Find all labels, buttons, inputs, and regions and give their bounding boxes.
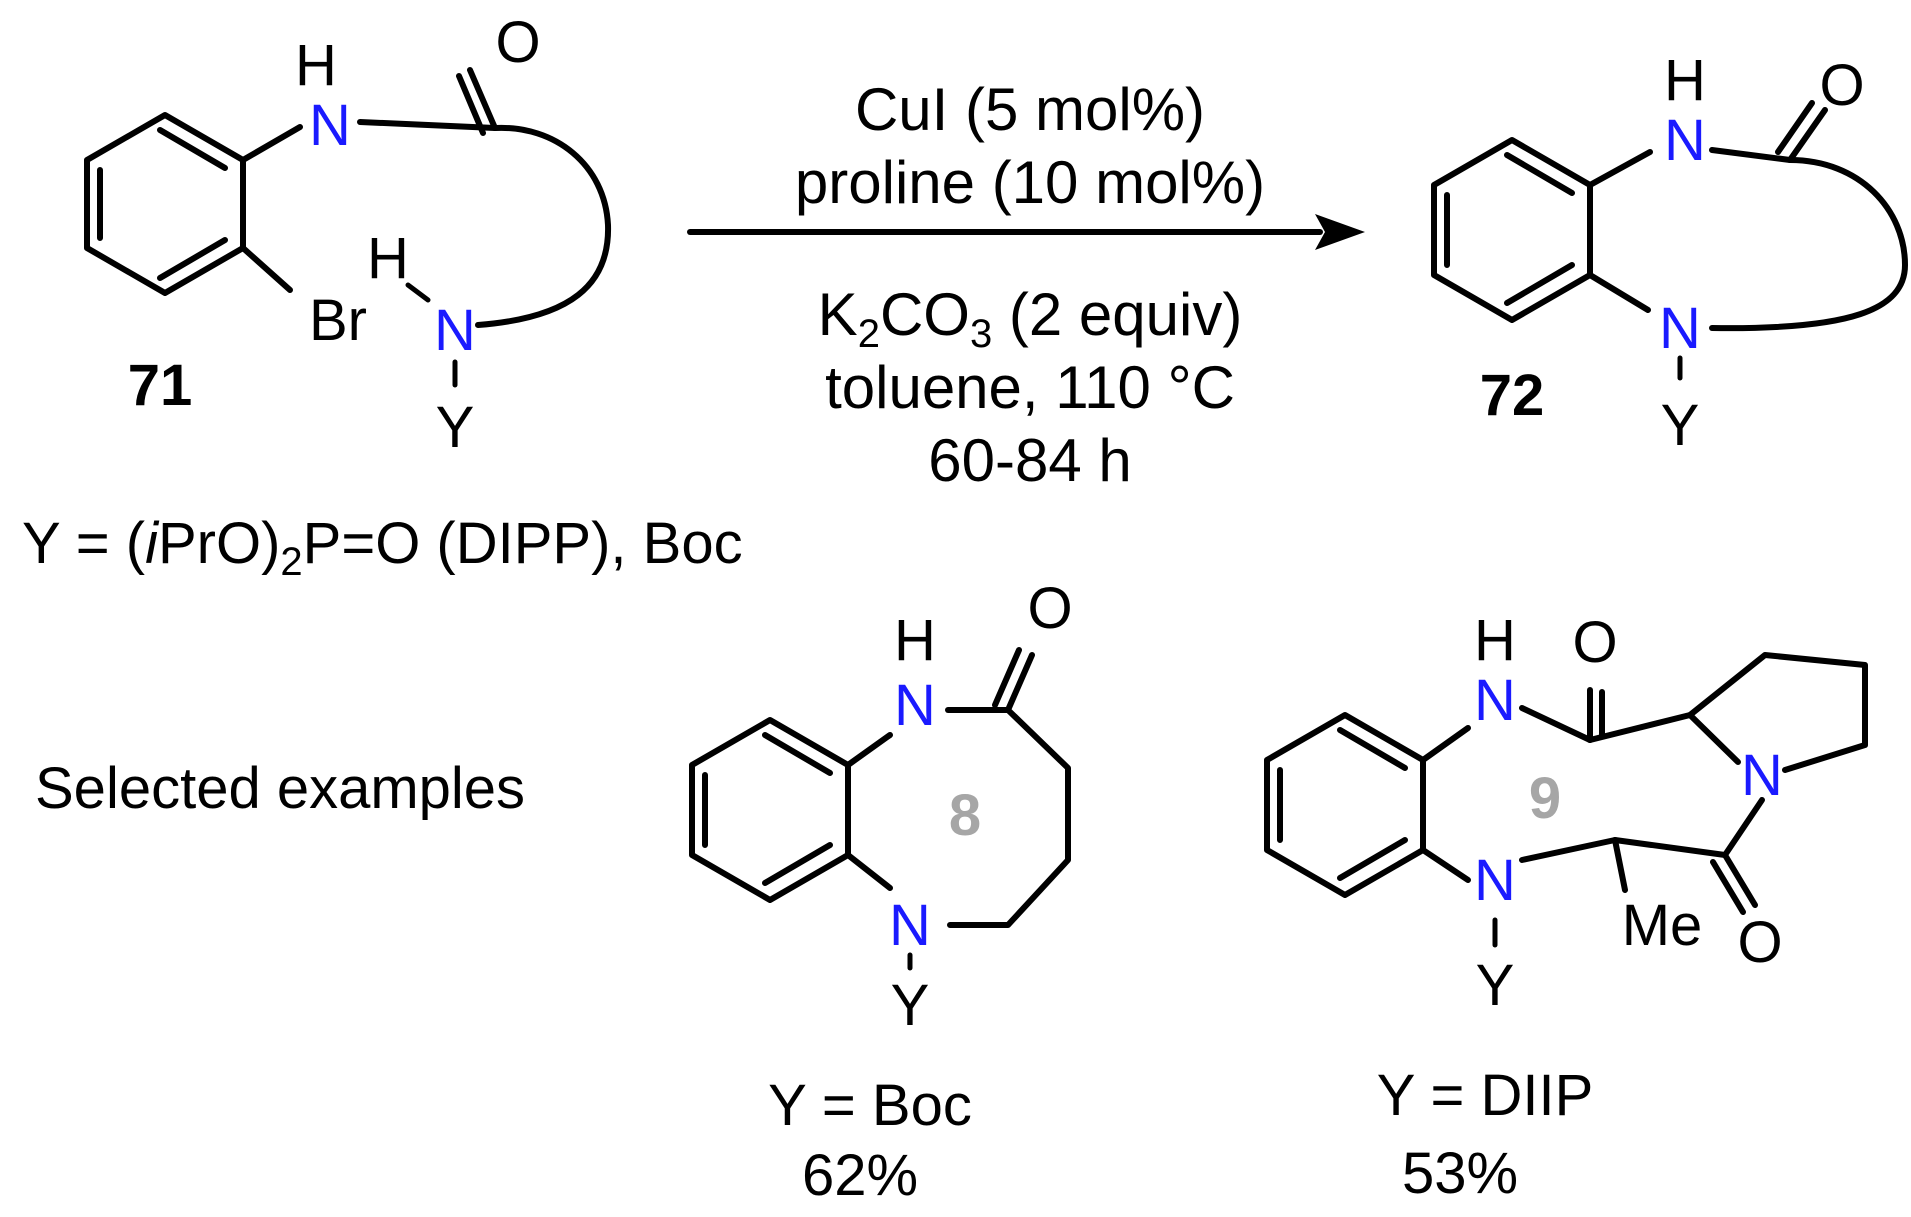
- ring-size-9: 9: [1529, 766, 1561, 831]
- compound-72: H N O N Y 72: [1431, 48, 1908, 458]
- benzene-double-bonds-72: [1444, 152, 1575, 306]
- bond-ring-n-72: [1587, 272, 1651, 313]
- bond-c-o-ex1b: [992, 647, 1022, 708]
- macrocycle-arc-71: [475, 124, 612, 328]
- reaction-arrowhead: [1315, 214, 1365, 250]
- bond-ring-nh-72: [1587, 149, 1653, 188]
- y-label-ex1: Y = Boc: [768, 1073, 972, 1138]
- condition-solvent: toluene, 110 °C: [825, 354, 1235, 421]
- chain-ex1: [947, 707, 1071, 928]
- atom-y-ex2: Y: [1476, 953, 1515, 1018]
- yield-ex2: 53%: [1402, 1141, 1518, 1206]
- y-label-ex2: Y = DIIP: [1377, 1063, 1594, 1128]
- bond-carbonyl-c-o-2: [456, 73, 486, 136]
- atom-h-ex1: H: [894, 608, 936, 673]
- atom-o-lactam-ex2: O: [1737, 910, 1782, 975]
- benzene-ring-ex1: [689, 717, 851, 903]
- bond-ring-nh-ex2: [1420, 725, 1471, 763]
- atom-br-71: Br: [309, 288, 367, 353]
- atom-o-71: O: [495, 10, 540, 75]
- atom-n-amine-ex2: N: [1474, 848, 1516, 913]
- atom-o-amide-ex2: O: [1572, 610, 1617, 675]
- bond-nh-carbonyl: [357, 119, 498, 131]
- benzene-double-bonds-ex2: [1277, 727, 1408, 881]
- bond-ring-nh: [240, 124, 303, 163]
- bond-nh-carbonyl-72: [1709, 147, 1793, 163]
- benzene-double-bonds-ex1: [702, 732, 833, 886]
- example-9-membered: H N O 9 N N Me O Y Y = DIIP 53%: [1264, 608, 1868, 1206]
- ring-size-8: 8: [949, 783, 981, 848]
- atom-o-ex1: O: [1027, 576, 1072, 641]
- atom-h-amine-71: H: [367, 226, 409, 291]
- benzene-ring-72: [1431, 137, 1593, 323]
- atom-n-amine-ex1: N: [889, 893, 931, 958]
- selected-examples-label: Selected examples: [35, 756, 525, 821]
- bond-ring-n-ex2: [1420, 847, 1471, 883]
- bond-h-n: [405, 282, 431, 303]
- atom-y-72: Y: [1661, 393, 1700, 458]
- bond-co-cq-ex2: [1612, 837, 1728, 858]
- macrocycle-arc-72: [1709, 157, 1908, 332]
- atom-n-amide-72: N: [1664, 108, 1706, 173]
- condition-catalyst: CuI (5 mol%): [855, 76, 1205, 143]
- bond-c-o-72b: [1775, 100, 1815, 155]
- atom-y-ex1: Y: [891, 973, 930, 1038]
- yield-ex1: 62%: [802, 1143, 918, 1208]
- atom-n-amine-71: N: [434, 298, 476, 363]
- pyrrolidine-ring: [1687, 652, 1868, 773]
- compound-number-71: 71: [128, 353, 193, 418]
- atom-y-71: Y: [436, 395, 475, 460]
- bond-co-o-ex2b: [1710, 859, 1746, 915]
- bond-c-o-72: [1787, 107, 1828, 163]
- example-8-membered: H N O 8 N Y Y = Boc 62%: [689, 576, 1073, 1208]
- bond-ring-br: [240, 245, 293, 293]
- benzene-double-bonds-71: [97, 127, 228, 281]
- atom-n-amide-71: N: [309, 93, 351, 158]
- atom-h-amide-72: H: [1664, 48, 1706, 113]
- bond-ring-nh-ex1: [845, 732, 893, 768]
- bond-carbonyl-c-o: [467, 67, 498, 131]
- bond-nh-c-ex2: [1519, 705, 1593, 743]
- atom-h-amide-71: H: [295, 33, 337, 98]
- atom-h-ex2: H: [1474, 608, 1516, 673]
- benzene-ring-71: [84, 112, 246, 296]
- benzene-ring-ex2: [1264, 712, 1426, 898]
- condition-ligand: proline (10 mol%): [795, 149, 1265, 216]
- compound-number-72: 72: [1480, 363, 1545, 428]
- atom-n-amine-72: N: [1659, 296, 1701, 361]
- bond-ring-n-ex1: [845, 852, 893, 891]
- atom-o-72: O: [1819, 53, 1864, 118]
- atom-me-ex2: Me: [1622, 893, 1703, 958]
- atom-n-amide-ex2: N: [1474, 668, 1516, 733]
- bond-cq-me-ex2: [1612, 837, 1628, 893]
- condition-time: 60-84 h: [928, 427, 1132, 494]
- condition-base: K2CO3 (2 equiv): [818, 281, 1243, 356]
- reaction-arrow-group: CuI (5 mol%) proline (10 mol%) K2CO3 (2 …: [687, 76, 1365, 494]
- compound-71: H N O Br H N Y 71: [84, 10, 612, 460]
- atom-n-amide-ex1: N: [894, 673, 936, 738]
- bond-co-o-ex2: [1722, 852, 1758, 908]
- bond-c-o-ex1: [1005, 652, 1035, 713]
- y-definition: Y = (iPrO)2P=O (DIPP), Boc: [22, 511, 743, 584]
- bond-n-co-ex2: [1722, 797, 1765, 858]
- bond-cq-n-ex2: [1519, 837, 1618, 863]
- atom-n-pyrrolidine: N: [1741, 743, 1783, 808]
- bond-c-alpha-ex2: [1587, 712, 1693, 743]
